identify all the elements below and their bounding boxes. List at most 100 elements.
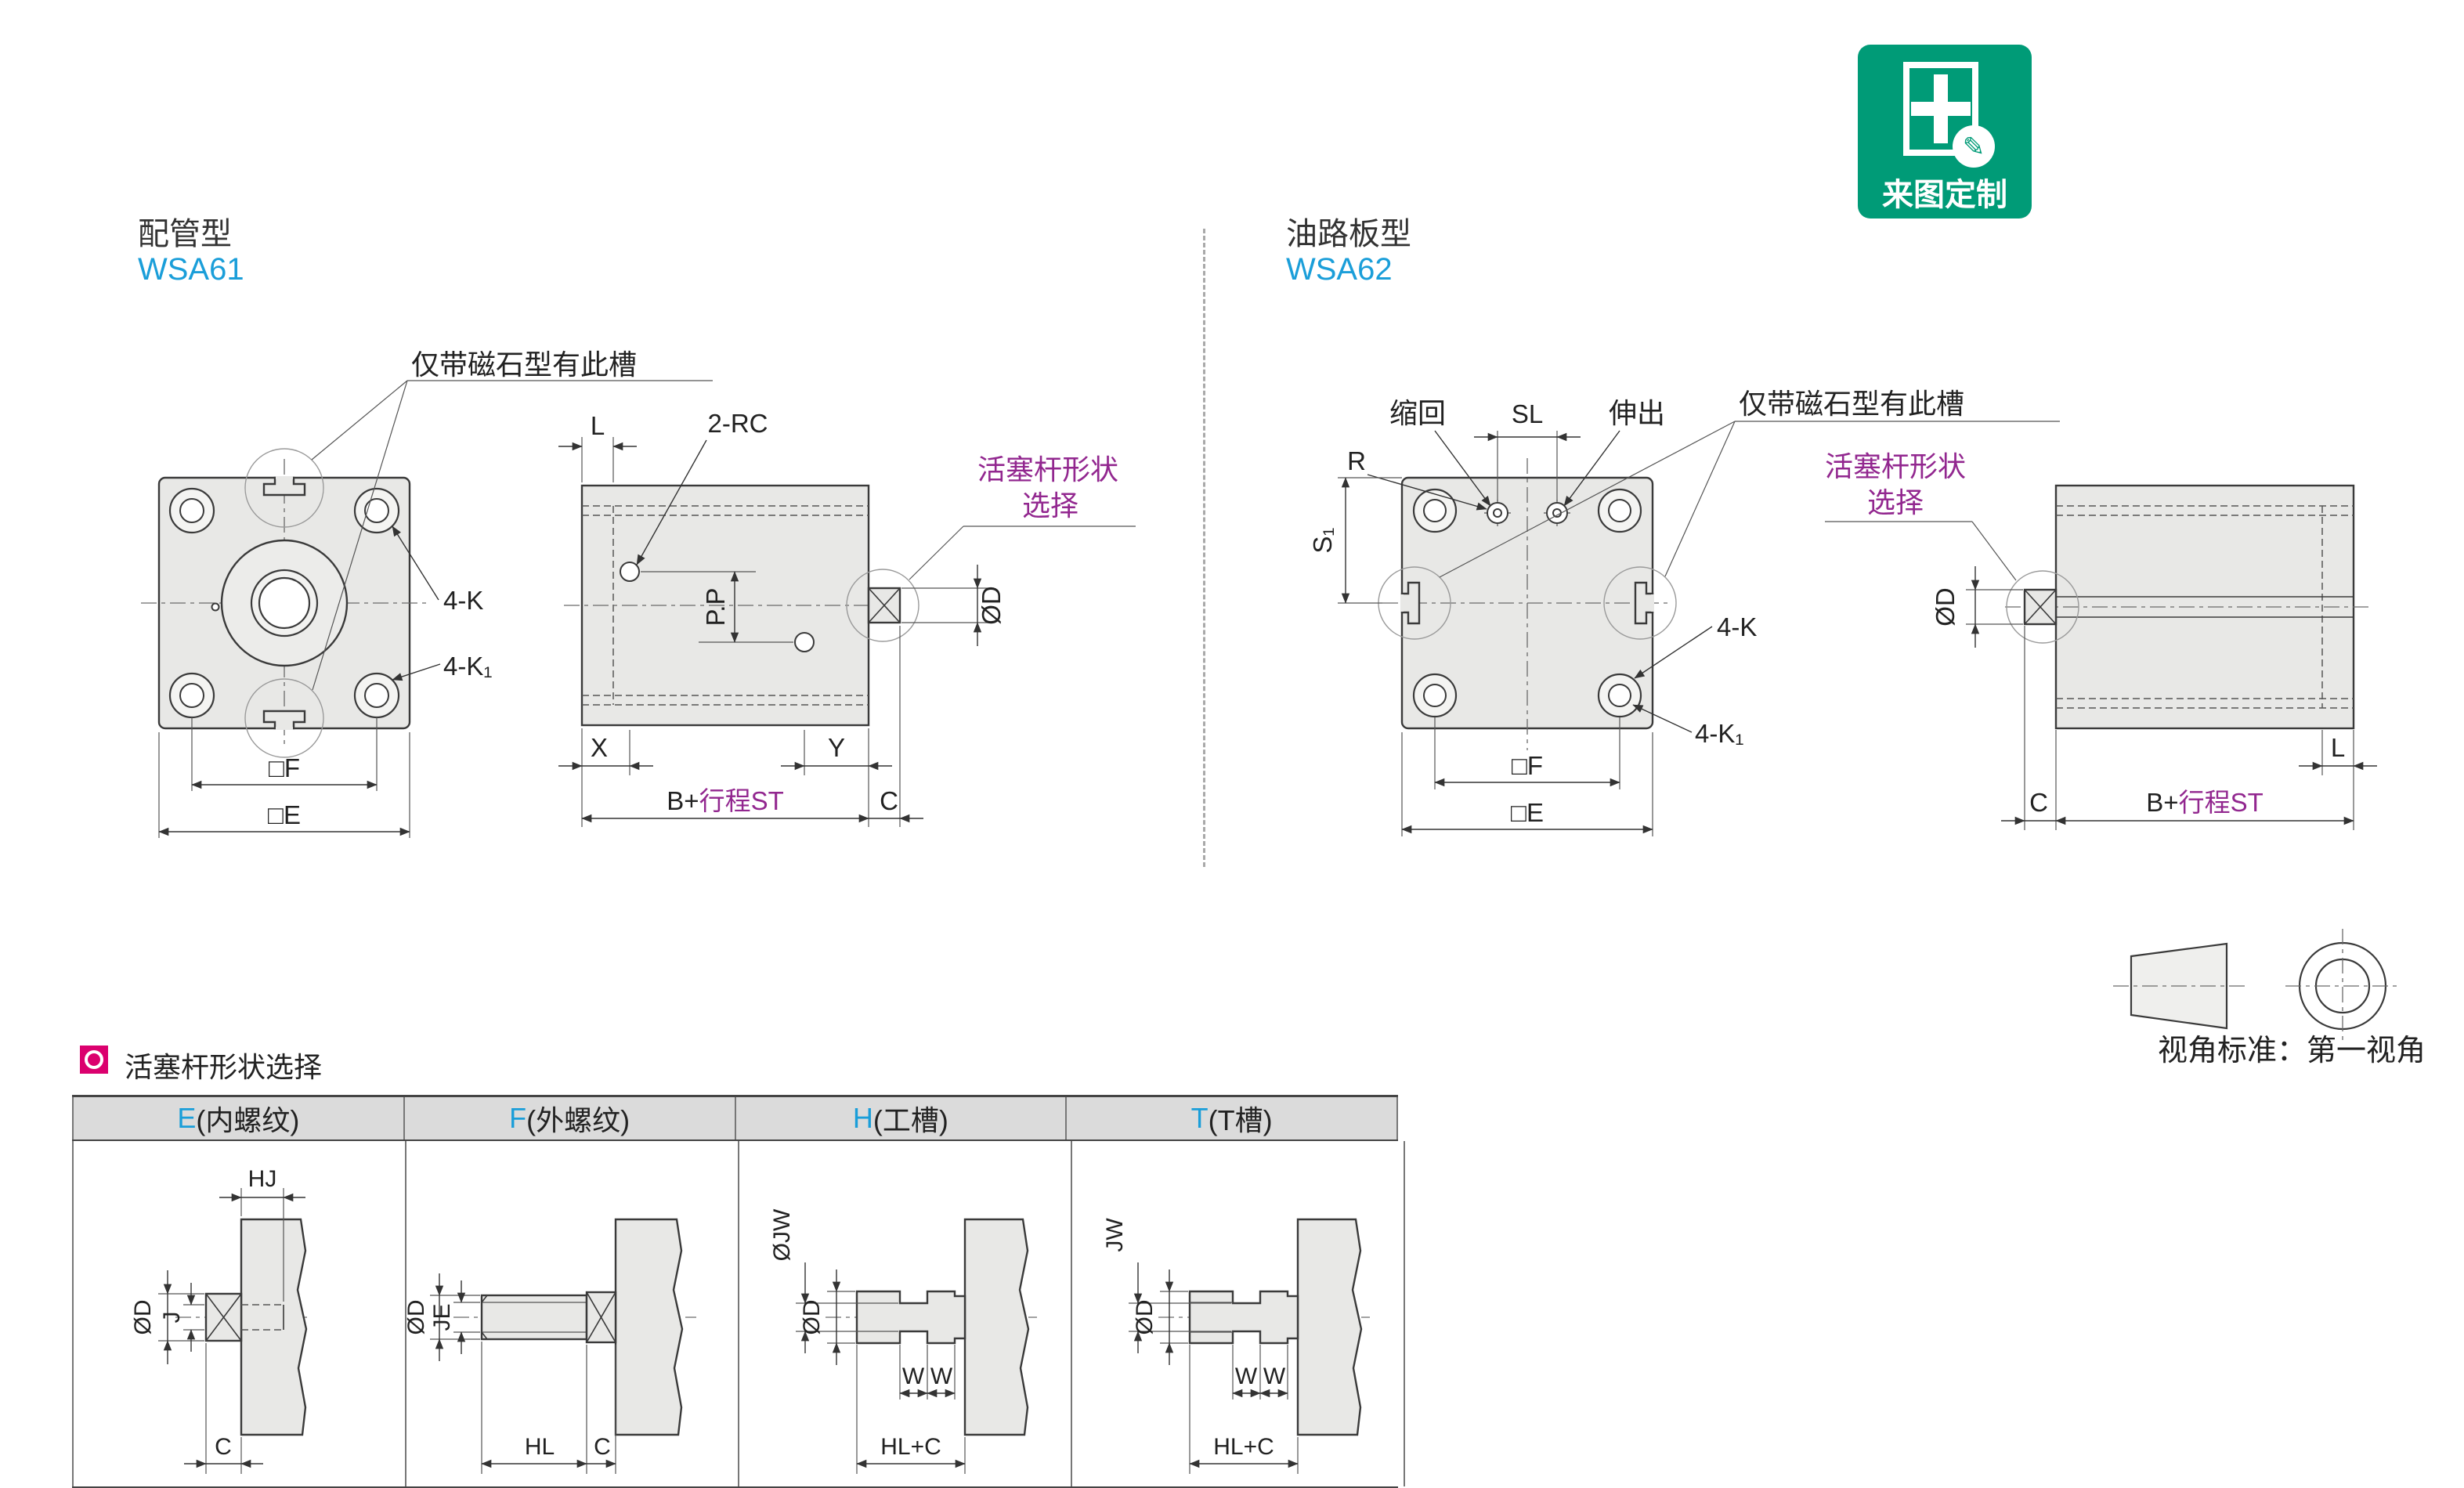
body-slab	[963, 1218, 1030, 1436]
dim-label-2rc: 2-RC	[707, 409, 768, 438]
section-divider	[1203, 229, 1205, 867]
label-magnet-groove: 仅带磁石型有此槽	[1739, 388, 1964, 420]
body-slab	[240, 1218, 308, 1436]
left-type-label: 配管型	[138, 217, 232, 251]
dim-label-w2: W	[1263, 1363, 1286, 1389]
piston-rod	[2023, 588, 2058, 626]
mounting-holes	[168, 487, 400, 719]
dim-label-w1: W	[1235, 1363, 1258, 1389]
dim-label-r: R	[1347, 446, 1366, 475]
dim-label-od: ØD	[977, 586, 1006, 625]
rod-table-cell-e: HJ ØD J	[72, 1141, 405, 1486]
right-model-label: WSA62	[1286, 252, 1393, 287]
dim-label-w2: W	[930, 1363, 953, 1389]
magnet-grooves	[1400, 581, 1654, 625]
dim-label-x: X	[591, 733, 608, 762]
rod-highlight-circle	[846, 569, 919, 642]
groove-highlight-bottom	[244, 678, 324, 758]
dim-label-c: C	[594, 1434, 611, 1460]
dim-label-ojw: ØJW	[769, 1208, 795, 1261]
rod-shape-table: E(内螺纹) F(外螺纹) H(工槽) T(T槽)	[72, 1095, 1405, 1488]
dim-label-e: □E	[268, 800, 301, 829]
section-marker-icon	[80, 1046, 108, 1074]
dim-label-4k1: 4-K₁	[1695, 719, 1744, 748]
rod-table-cell-f: ØD JE HL C	[403, 1141, 738, 1486]
rod-table-header-row: E(内螺纹) F(外螺纹) H(工槽) T(T槽)	[72, 1097, 1398, 1141]
dim-label-od: ØD	[406, 1300, 429, 1335]
dim-label-y: Y	[828, 733, 845, 762]
groove-highlight-top	[244, 448, 324, 528]
label-magnet-groove: 仅带磁石型有此槽	[411, 349, 637, 381]
body-slab	[614, 1218, 684, 1436]
wsa62-front-view: SL 缩回 伸出 R S₁ 仅带磁石型有此槽 4-K 4-K₁	[1308, 388, 2060, 836]
dim-label-od: ØD	[799, 1300, 825, 1335]
dim-label-4k: 4-K	[1717, 612, 1757, 641]
piston-rod	[867, 587, 901, 624]
wsa62-drawing: SL 缩回 伸出 R S₁ 仅带磁石型有此槽 4-K 4-K₁	[1308, 388, 2377, 836]
rod-t-drawing: JW ØD W W	[1102, 1218, 1370, 1474]
wsa61-drawing: 仅带磁石型有此槽 4-K 4-K₁ □F □E	[141, 349, 1136, 838]
dim-label-hj: HJ	[248, 1166, 277, 1192]
groove-highlight-right	[1603, 566, 1677, 640]
label-extend: 伸出	[1609, 397, 1665, 429]
rod-e-drawing: HJ ØD J	[130, 1166, 309, 1474]
label-rod-shape-1: 活塞杆形状	[977, 453, 1118, 486]
dim-label-w1: W	[902, 1363, 925, 1389]
wsa62-side-view: ØD 活塞杆形状 选择 L C B+行程ST	[1825, 450, 2377, 830]
rc-port	[620, 562, 640, 582]
rod-h-drawing: ØJW ØD W W	[769, 1208, 1037, 1474]
dim-label-l: L	[2331, 733, 2345, 762]
label-rod-shape-2: 选择	[1022, 489, 1078, 522]
dim-label-hl: HL	[525, 1434, 555, 1460]
dim-label-sl: SL	[1512, 399, 1543, 428]
pencil-icon: ✎	[1963, 132, 1985, 162]
dim-label-jw: JW	[1102, 1218, 1128, 1252]
rod-table-header-t: T(T槽)	[1065, 1097, 1398, 1139]
left-model-label: WSA61	[138, 252, 244, 287]
rod-table-body-row: HJ ØD J	[72, 1141, 1405, 1486]
dim-label-j: J	[159, 1312, 185, 1324]
dim-label-l: L	[591, 411, 605, 440]
oil-ports	[1484, 500, 1570, 526]
dim-label-c: C	[215, 1434, 232, 1460]
view-standard-label: 视角标准：第一视角	[2157, 1035, 2426, 1067]
pencil-badge-circle	[1953, 125, 1995, 168]
rod-f-drawing: ØD JE HL C	[403, 1218, 696, 1474]
wsa61-side-view: L 2-RC P.P ØD 活塞杆形状 选择	[558, 409, 1136, 827]
label-retract: 缩回	[1389, 397, 1446, 429]
rod-table-header-e: E(内螺纹)	[72, 1097, 403, 1139]
document-icon	[1903, 62, 1978, 156]
rod-table-cell-t: JW ØD W W	[1071, 1141, 1405, 1486]
right-type-label: 油路板型	[1286, 217, 1411, 251]
dim-label-4k: 4-K	[443, 586, 483, 615]
first-angle-projection-symbol	[2113, 929, 2400, 1043]
badge-label: 来图定制	[1882, 178, 2007, 212]
dim-label-hlc: HL+C	[880, 1434, 941, 1460]
dim-label-c: C	[880, 786, 898, 815]
dim-label-b-stroke: B+行程ST	[667, 786, 783, 815]
grooved-rod	[855, 1290, 966, 1345]
dim-label-4k1: 4-K₁	[443, 652, 493, 681]
dim-label-hlc: HL+C	[1213, 1434, 1274, 1460]
dim-label-e: □E	[1511, 798, 1544, 827]
dim-label-c: C	[2029, 788, 2048, 817]
dim-label-od: ØD	[1931, 587, 1960, 627]
dim-label-od: ØD	[130, 1300, 156, 1335]
rod-table-header-h: H(工槽)	[734, 1097, 1066, 1139]
wsa61-front-view: 仅带磁石型有此槽 4-K 4-K₁ □F □E	[141, 349, 713, 838]
mounting-holes	[1412, 488, 1642, 718]
dim-label-f: □F	[269, 753, 300, 782]
dim-label-b-stroke: B+行程ST	[2146, 788, 2263, 817]
dim-label-s1: S₁	[1308, 527, 1337, 553]
rod-table-cell-h: ØJW ØD W W	[738, 1141, 1071, 1486]
rod-table-title: 活塞杆形状选择	[125, 1051, 323, 1083]
label-rod-shape-1: 活塞杆形状	[1825, 450, 1966, 482]
rod-table-header-f: F(外螺纹)	[403, 1097, 735, 1139]
dim-label-pp: P.P	[701, 588, 730, 627]
dim-label-je: JE	[429, 1303, 455, 1331]
dim-label-f: □F	[1512, 751, 1543, 780]
label-rod-shape-2: 选择	[1867, 486, 1924, 518]
port-2	[794, 632, 815, 652]
rod-highlight-circle	[2006, 570, 2079, 644]
